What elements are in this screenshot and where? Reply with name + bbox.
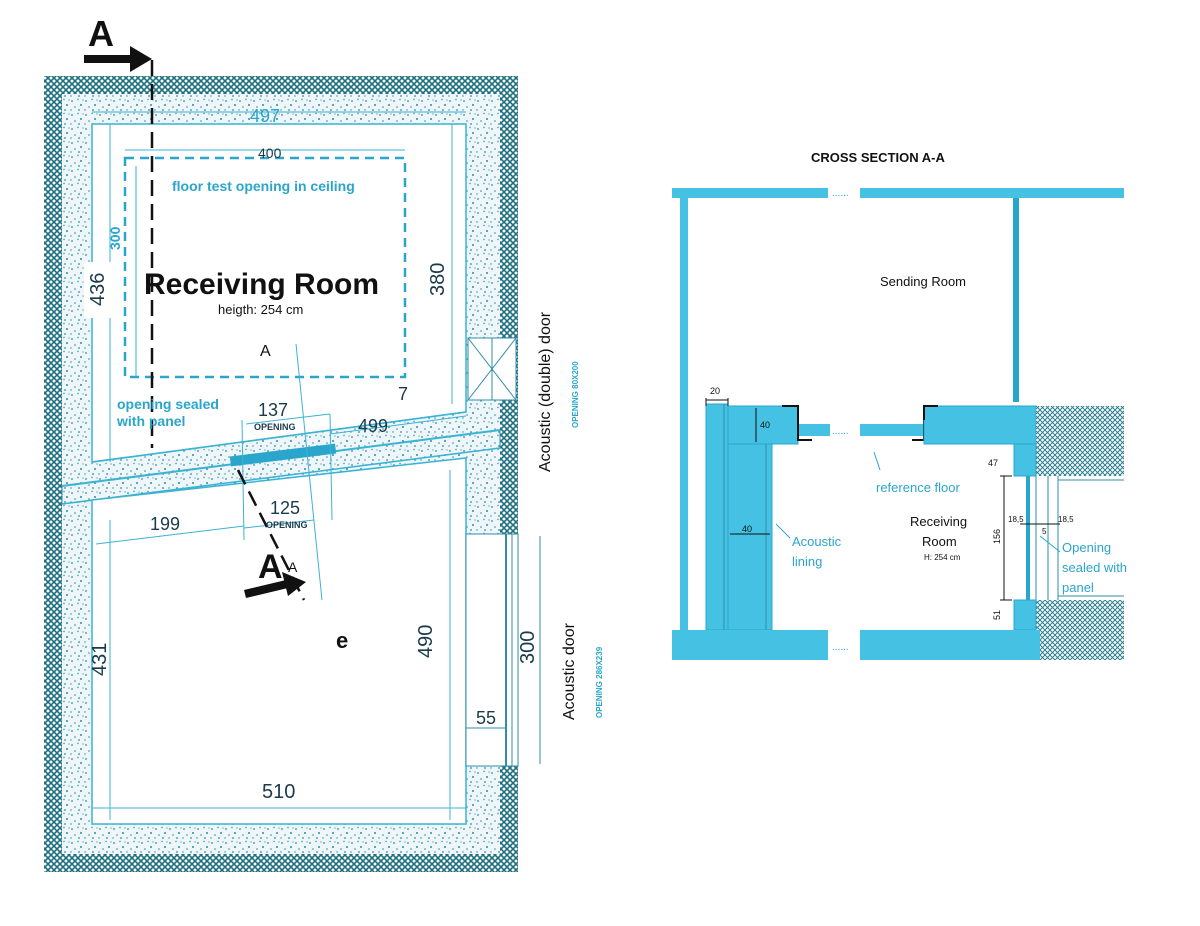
dim-199: 199 xyxy=(150,514,180,534)
sealed-label-1: Opening xyxy=(1062,540,1111,555)
door-bottom-label: Acoustic door xyxy=(561,622,578,720)
dim-7: 7 xyxy=(398,384,408,404)
floor-slab-left xyxy=(798,424,830,436)
section-marker-small-1: A xyxy=(260,343,271,360)
receiving-room-height: H: 254 cm xyxy=(924,553,961,562)
top-slab-left xyxy=(672,188,828,198)
left-top-cap xyxy=(727,405,799,445)
dim-18-5-right: 18,5 xyxy=(1058,515,1074,524)
opening-tag-1: OPENING xyxy=(254,422,296,432)
dim-51: 51 xyxy=(992,610,1002,620)
dim-431: 431 xyxy=(89,643,111,676)
section-title: CROSS SECTION A-A xyxy=(811,150,945,165)
section-arrow-bottom xyxy=(244,572,306,598)
ceiling-test-opening xyxy=(123,156,407,379)
section-arrow-top xyxy=(84,46,152,72)
dim-40-side: 40 xyxy=(742,524,752,534)
dim-499: 499 xyxy=(358,416,388,436)
dim-47: 47 xyxy=(988,458,998,468)
section-marker-bottom: A xyxy=(258,548,283,586)
bottom-break-dots: ...... xyxy=(832,642,849,653)
sending-room-label: Sending Room xyxy=(880,274,966,289)
receiving-room-2: Room xyxy=(922,534,957,549)
room-height: heigth: 254 cm xyxy=(218,302,303,317)
dim-300-door: 300 xyxy=(517,631,539,664)
dim-137: 137 xyxy=(258,400,288,420)
acoustic-door-opening xyxy=(465,533,519,767)
stray-letter: e xyxy=(336,628,348,653)
dim-156: 156 xyxy=(992,529,1002,544)
dim-55: 55 xyxy=(476,708,496,728)
cross-section: CROSS SECTION A-A ...... Sending Room ..… xyxy=(672,150,1127,660)
dim-5: 5 xyxy=(1042,527,1047,536)
dim-510: 510 xyxy=(262,781,295,803)
dim-18-5-left: 18,5 xyxy=(1008,515,1024,524)
dim-436: 436 xyxy=(87,273,109,306)
dim-300-opening: 300 xyxy=(107,226,123,250)
sealed-panel xyxy=(229,443,337,467)
floor-plan: A A A A 497 400 floor test opening in ce… xyxy=(44,13,604,872)
dim-125: 125 xyxy=(270,498,300,518)
sealed-label-3: panel xyxy=(1062,580,1094,595)
dim-40-top: 40 xyxy=(760,420,770,430)
sealed-label-2: with panel xyxy=(116,413,185,429)
bottom-slab-left xyxy=(672,630,828,660)
door-top-label: Acoustic (double) door xyxy=(537,311,554,472)
floor-slab-mid xyxy=(860,424,924,436)
room-title: Receiving Room xyxy=(144,268,379,301)
reference-floor-label: reference floor xyxy=(876,480,960,495)
dim-490: 490 xyxy=(415,625,437,658)
acoustic-lining-2: lining xyxy=(792,554,822,569)
floor-break-dots: ...... xyxy=(832,426,849,437)
receiving-room-1: Receiving xyxy=(910,514,967,529)
dim-400: 400 xyxy=(258,145,282,161)
right-top-block xyxy=(923,405,1037,445)
acoustic-lining-1: Acoustic xyxy=(792,534,842,549)
dim-20: 20 xyxy=(710,386,720,396)
opening-label: floor test opening in ceiling xyxy=(172,178,355,194)
lower-room-floor xyxy=(91,457,467,825)
sending-room-left-post xyxy=(680,198,688,630)
section-marker-small-2: A xyxy=(288,559,298,575)
sending-room-mid-post xyxy=(1013,198,1019,402)
right-wall-lower xyxy=(1036,600,1124,660)
opening-tag-2: OPENING xyxy=(266,520,308,530)
door-top-opening: OPENING 80X200 xyxy=(571,361,580,428)
left-wall-outer xyxy=(705,403,729,631)
sealed-label-1: opening sealed xyxy=(117,396,219,412)
door-bottom-opening: OPENING 286X239 xyxy=(595,646,604,718)
top-break-dots: ...... xyxy=(832,188,849,199)
section-marker-top: A xyxy=(88,13,114,54)
top-slab-right xyxy=(860,188,1124,198)
dim-497: 497 xyxy=(250,106,280,126)
bottom-slab-right xyxy=(860,630,1040,660)
dim-380: 380 xyxy=(427,263,449,296)
sealed-label-2: sealed with xyxy=(1062,560,1127,575)
right-wall xyxy=(1036,406,1124,476)
